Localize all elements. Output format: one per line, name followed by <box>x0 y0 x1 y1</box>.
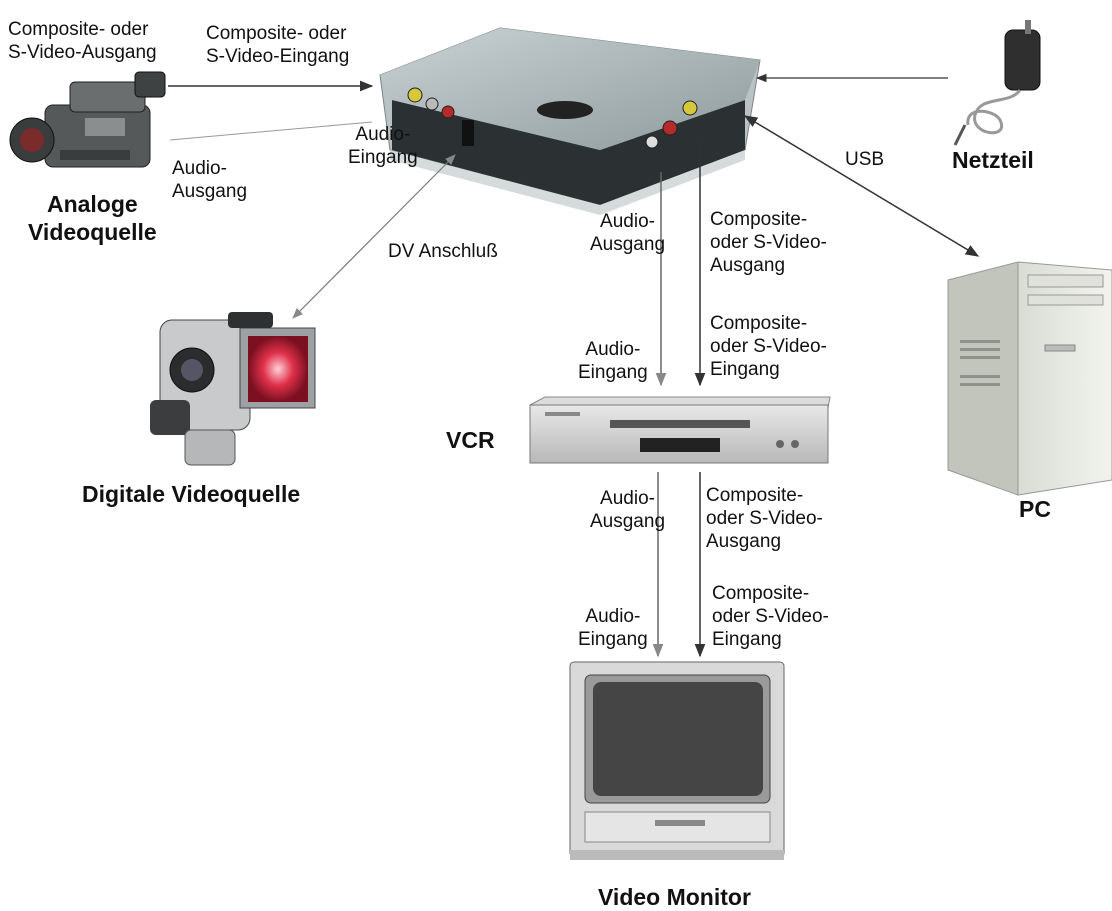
digital-camcorder-icon <box>150 312 316 466</box>
video-monitor-icon <box>569 661 785 860</box>
analog-source-title: Analoge Videoquelle <box>28 191 157 245</box>
box-video-in-label: Composite- oder S-Video-Eingang <box>206 23 350 67</box>
box-audio-in-label: Audio- Eingang <box>348 124 418 168</box>
analog-camcorder-icon <box>9 71 166 168</box>
pc-tower-icon <box>947 261 1112 496</box>
analog-video-out-label: Composite- oder S-Video-Ausgang <box>8 19 157 63</box>
vcr-audio-in-label: Audio- Eingang <box>578 339 648 383</box>
vcr-video-out-label: Composite- oder S-Video- Ausgang <box>706 485 823 552</box>
power-supply-title: Netzteil <box>952 147 1034 173</box>
digital-source-title: Digitale Videoquelle <box>82 481 301 507</box>
box-video-out-label: Composite- oder S-Video- Ausgang <box>710 209 827 276</box>
video-monitor-title: Video Monitor <box>598 884 751 910</box>
monitor-video-in-label: Composite- oder S-Video- Eingang <box>712 583 829 650</box>
usb-label: USB <box>845 149 885 170</box>
capture-box-icon <box>379 27 761 215</box>
power-supply-icon <box>953 20 1041 146</box>
analog-audio-out-label: Audio- Ausgang <box>172 158 248 202</box>
vcr-title: VCR <box>446 427 495 453</box>
vcr-video-in-label: Composite- oder S-Video- Eingang <box>710 313 827 380</box>
connection-lines <box>168 73 980 658</box>
dv-port-label: DV Anschluß <box>388 241 498 262</box>
vcr-audio-out-label: Audio- Ausgang <box>590 488 666 532</box>
vcr-icon <box>529 396 831 464</box>
monitor-audio-in-label: Audio- Eingang <box>578 606 648 650</box>
box-audio-out-label: Audio- Ausgang <box>590 211 666 255</box>
pc-title: PC <box>1019 496 1051 522</box>
